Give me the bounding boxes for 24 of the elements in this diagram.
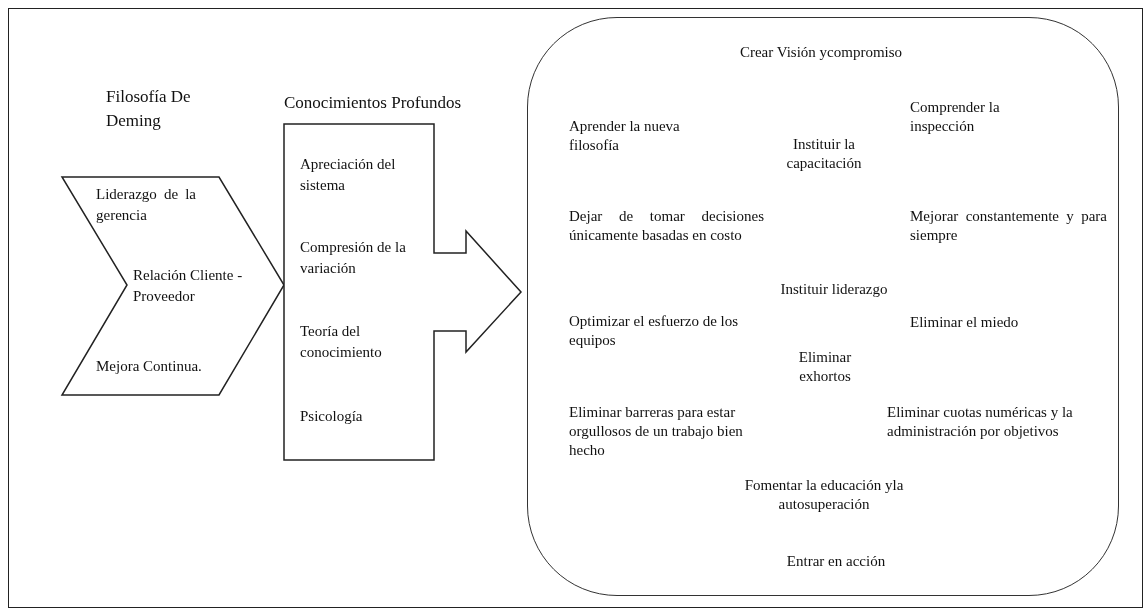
item-text: Comprender la inspección (910, 98, 1001, 136)
heading-text: Filosofía De Deming (106, 86, 192, 132)
item-text: Apreciación del sistema (300, 155, 397, 195)
item-text: Eliminar barreras para estar orgullosos de un trabajo bien hecho (569, 403, 744, 460)
item-text: Fomentar la educación yla autosuperación (743, 476, 905, 514)
item-text: Crear Visión ycompromiso (738, 43, 904, 62)
item-text: Eliminar el miedo (910, 313, 1020, 332)
item-text: Eliminar cuotas numéricas y la administración por objetivos (887, 403, 1074, 441)
item-text: Relación Cliente -Proveedor (133, 266, 244, 306)
item-text: Eliminar exhortos (797, 348, 853, 386)
item-text: Mejora Continua. (96, 357, 203, 376)
item-text: Psicología (300, 407, 364, 426)
item-text: Instituir liderazgo (779, 280, 889, 299)
item-text: Mejorar constantemente y para siempre (910, 207, 1107, 245)
item-text: Compresión de la variación (300, 238, 407, 278)
item-text: Entrar en acción (785, 552, 887, 571)
item-text: Teoría del conocimiento (300, 322, 383, 362)
item-text: Aprender la nueva filosofía (569, 117, 681, 155)
heading-text: Conocimientos Profundos (284, 92, 463, 114)
item-text: Liderazgo de la gerencia (96, 185, 196, 225)
item-text: Instituir la capacitación (785, 135, 863, 173)
item-text: Optimizar el esfuerzo de los equipos (569, 312, 740, 350)
rounded-panel (527, 17, 1119, 596)
item-text: Dejar de tomar decisiones únicamente basadas en costo (569, 207, 764, 245)
